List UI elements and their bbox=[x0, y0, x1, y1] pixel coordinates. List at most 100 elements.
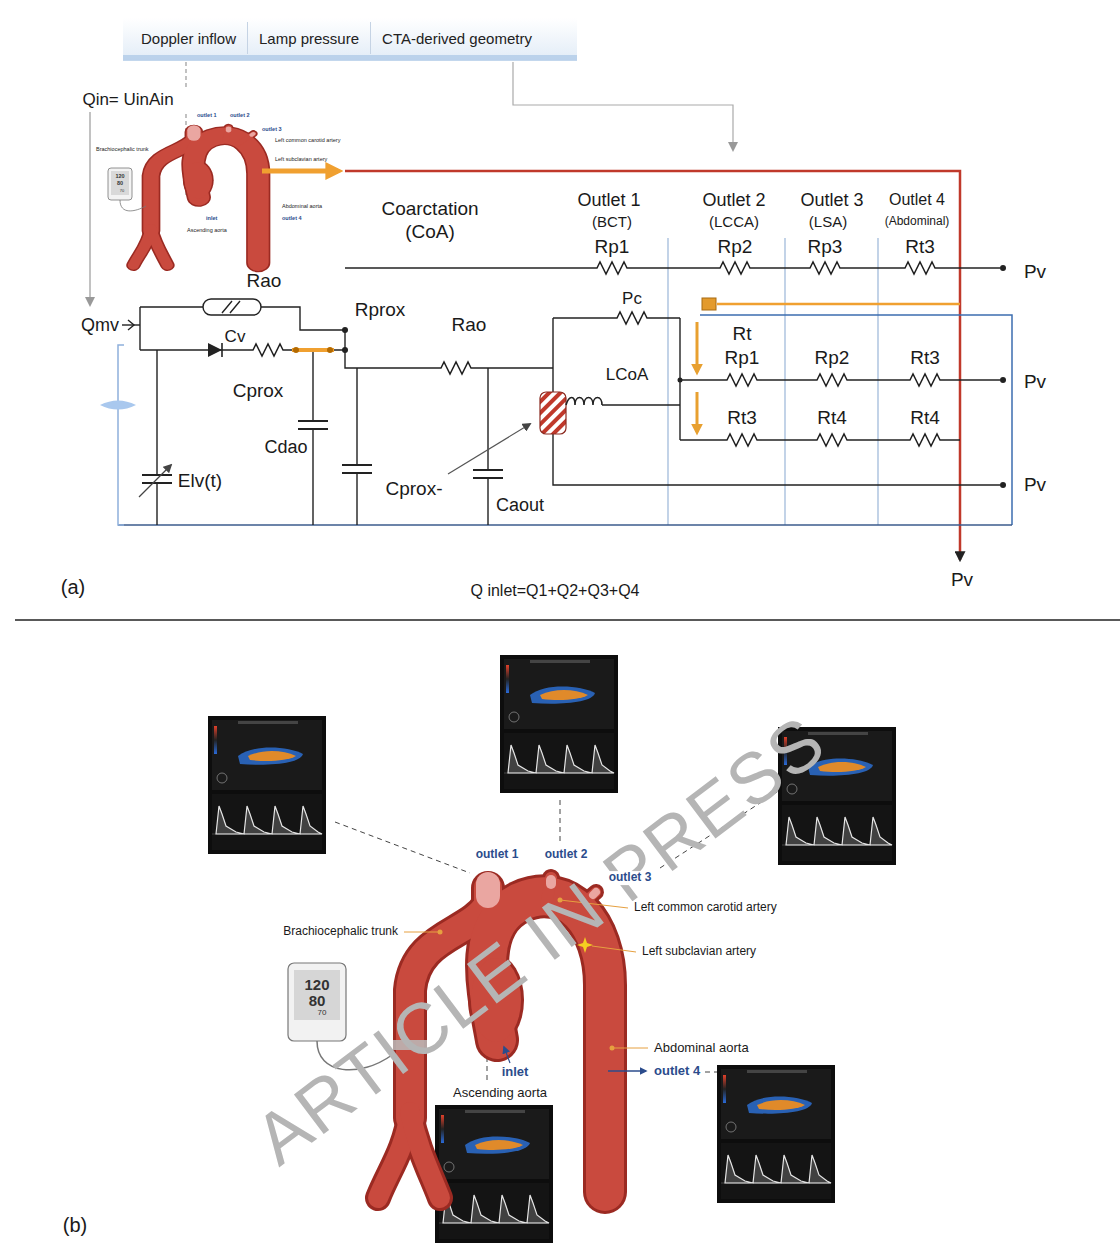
resistor-symbol bbox=[900, 262, 940, 274]
circuit-wire bbox=[140, 349, 345, 350]
input-arrows bbox=[513, 62, 733, 150]
circuit-wire bbox=[122, 268, 1000, 525]
monitor-reading: 70 bbox=[318, 1008, 327, 1017]
junction-dot bbox=[1000, 377, 1006, 383]
outlet-header: (BCT) bbox=[592, 213, 632, 230]
leader-line bbox=[608, 1070, 646, 1072]
frame-lines bbox=[700, 315, 1012, 525]
probe-bar bbox=[292, 347, 334, 353]
outlet-header: Outlet 4 bbox=[889, 191, 945, 209]
outlet-dividers bbox=[668, 238, 878, 525]
outlet-dividers bbox=[784, 238, 785, 525]
component-label: Cv bbox=[225, 327, 246, 347]
resistor-symbol bbox=[722, 374, 762, 386]
probe-line bbox=[697, 298, 960, 432]
probe-line bbox=[696, 322, 699, 372]
resistor-symbol bbox=[812, 434, 852, 446]
pressure-label: Pc bbox=[622, 289, 642, 309]
circuit-wire bbox=[356, 368, 357, 525]
component-label: Rt bbox=[733, 323, 752, 345]
panel-label: (a) bbox=[61, 576, 85, 599]
outlet-label: outlet 2 bbox=[543, 848, 590, 862]
outlet-label: outlet 3 bbox=[262, 127, 282, 133]
component-label: Rao bbox=[452, 314, 487, 336]
input-arrows bbox=[89, 112, 90, 305]
small-aorta bbox=[111, 171, 129, 195]
frame-lines bbox=[118, 524, 1012, 526]
outlet-header: Outlet 1 bbox=[577, 190, 640, 211]
panel-label: (b) bbox=[63, 1214, 87, 1237]
leader-line bbox=[610, 1046, 615, 1051]
tab-text: Lamp pressure bbox=[259, 30, 359, 47]
circuit-wire bbox=[156, 350, 157, 525]
watermark: ARTICLE IN PRESS bbox=[239, 699, 841, 1181]
monitor-reading: 80 bbox=[309, 992, 326, 1009]
section-label: Coarctation bbox=[381, 198, 478, 220]
vessel-label: Left subclavian artery bbox=[640, 945, 758, 959]
circuit-wire bbox=[140, 307, 553, 368]
resistor-symbol bbox=[612, 312, 652, 324]
leader-line bbox=[504, 1047, 510, 1063]
vessel-label: Left common carotid artery bbox=[275, 138, 340, 144]
pressure-label: Pv bbox=[1024, 261, 1046, 283]
frame-lines bbox=[118, 345, 124, 525]
component-label: Rprox bbox=[355, 299, 406, 321]
capacitor-symbol bbox=[298, 421, 328, 429]
outlet-header: Outlet 3 bbox=[800, 190, 863, 211]
outlet-label: outlet 3 bbox=[607, 871, 654, 885]
vessel-label: Brachiocephalic trunk bbox=[96, 147, 149, 153]
small-aorta bbox=[120, 200, 146, 211]
component-label: Cprox bbox=[233, 380, 284, 402]
resistor-symbol bbox=[436, 362, 476, 374]
tab-box: Doppler inflow bbox=[130, 22, 248, 54]
circuit-wire bbox=[553, 434, 1000, 485]
flow-lines bbox=[262, 169, 338, 174]
frame-lines bbox=[100, 401, 136, 410]
circuit-wire bbox=[139, 307, 140, 350]
valve-symbol bbox=[203, 299, 261, 315]
equation: Q inlet=Q1+Q2+Q3+Q4 bbox=[471, 582, 640, 600]
tab-box: CTA-derived geometry bbox=[371, 22, 543, 54]
monitor-reading: 120 bbox=[115, 174, 124, 180]
junction-dot bbox=[1000, 265, 1006, 271]
component-label: Elv(t) bbox=[178, 470, 222, 492]
vessel-label: Ascending aorta bbox=[187, 228, 227, 234]
resistor-symbol bbox=[812, 374, 852, 386]
circuit-wire bbox=[487, 368, 488, 525]
junction-dot bbox=[1000, 482, 1006, 488]
leader-line bbox=[335, 822, 470, 873]
ultrasound-panels bbox=[717, 1065, 835, 1203]
component-label: Caout bbox=[496, 495, 544, 516]
resistor-symbol bbox=[805, 262, 845, 274]
pressure-label: Pv bbox=[951, 569, 973, 591]
vessel-label: Left subclavian artery bbox=[275, 157, 327, 163]
circuit-wire bbox=[312, 350, 313, 525]
resistor-symbol bbox=[905, 374, 945, 386]
vessel-label: Left common carotid artery bbox=[632, 901, 779, 915]
outlet-header: Outlet 2 bbox=[702, 190, 765, 211]
tab-text: Doppler inflow bbox=[141, 30, 236, 47]
tab-bar bbox=[123, 55, 577, 61]
panel-divider bbox=[15, 619, 1120, 621]
resistor-symbol bbox=[722, 434, 762, 446]
leader-line bbox=[612, 1048, 648, 1049]
pressure-label: Pv bbox=[1024, 474, 1046, 496]
component-label: Rao bbox=[247, 270, 282, 292]
outlet-label: outlet 1 bbox=[197, 113, 217, 119]
valve-symbol bbox=[222, 301, 240, 313]
input-arrows bbox=[185, 62, 186, 88]
junction-dot bbox=[342, 327, 348, 333]
tab-bar bbox=[123, 18, 577, 61]
coarctation-symbol bbox=[448, 424, 530, 474]
bp-monitor bbox=[288, 963, 346, 1041]
diode-symbol bbox=[208, 343, 222, 357]
section-label: (CoA) bbox=[405, 221, 455, 243]
outlet-header: (LSA) bbox=[809, 213, 847, 230]
capacitor-symbol bbox=[473, 470, 503, 478]
bp-monitor bbox=[294, 970, 340, 1020]
component-label: Rt4 bbox=[910, 407, 940, 429]
component-label: Rt3 bbox=[910, 347, 940, 369]
component-label: LCoA bbox=[606, 365, 649, 385]
circuit-wire bbox=[552, 318, 553, 392]
